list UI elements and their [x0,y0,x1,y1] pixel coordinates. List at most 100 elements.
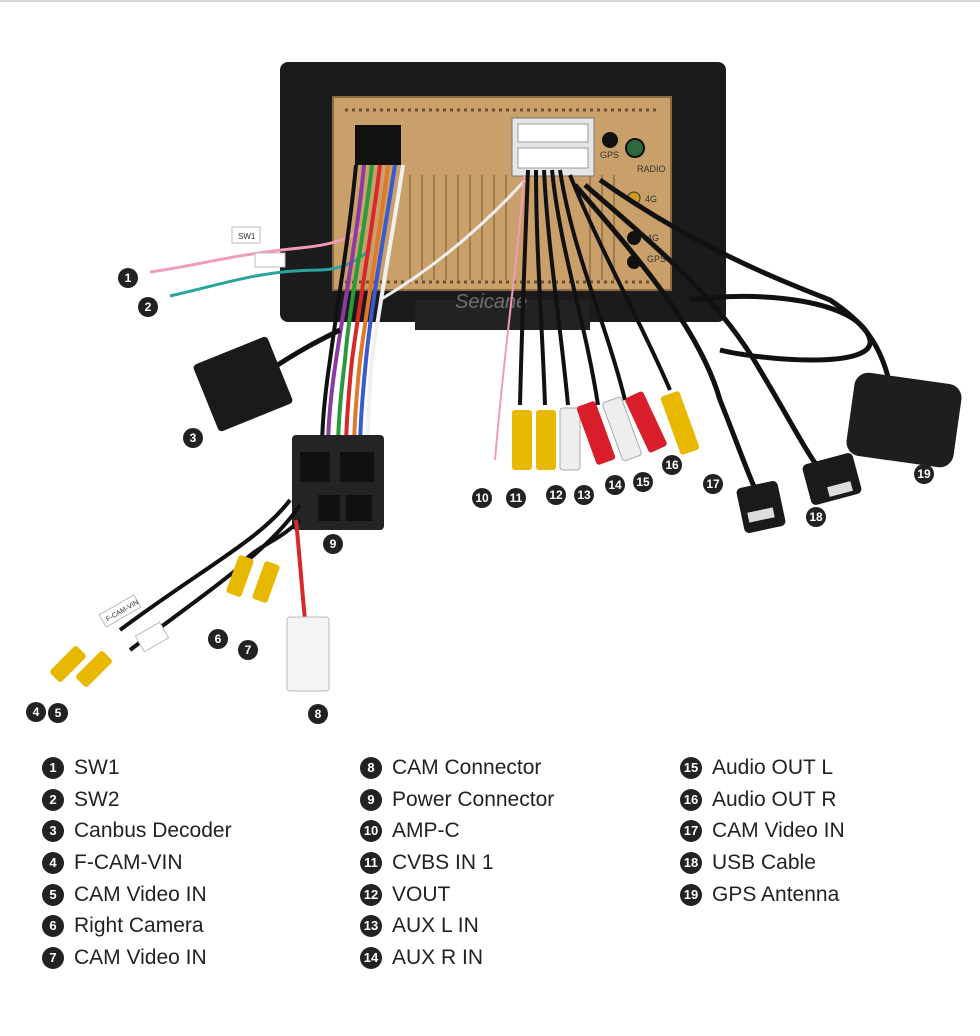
sw1-tag [231,226,261,244]
legend-item: 1 SW1 [42,752,232,784]
legend-label: SW1 [74,755,120,779]
legend-item: 13 AUX L IN [360,910,554,942]
legend-label: AUX L IN [392,914,479,938]
gps-antenna-puck [846,372,962,468]
legend-item: 12 VOUT [360,879,554,911]
legend-badge: 8 [360,756,382,779]
amp-c-wire [494,174,525,461]
legend-badge: 17 [680,820,702,843]
rca-right-cam-plug [226,555,254,597]
canbus-decoder-box [193,336,293,432]
main-harness-bundle [320,164,405,451]
sw2-tag [254,252,286,268]
legend-badge: 19 [680,883,702,906]
legend-item: 14 AUX R IN [360,942,554,974]
legend-item: 8 CAM Connector [360,752,554,784]
legend-item: 11 CVBS IN 1 [360,847,554,879]
callout-1: 1 [118,268,138,288]
legend-label: USB Cable [712,850,816,874]
legend-badge: 7 [42,946,64,969]
callout-4: 4 [26,702,46,722]
callout-5: 5 [48,703,68,723]
legend-badge: 3 [42,820,64,843]
legend-label: VOUT [392,882,451,906]
legend-item: 19 GPS Antenna [680,879,845,911]
legend-label: CAM Video IN [74,945,207,969]
fcam-tag [98,594,142,628]
gps-port-label: GPS [600,150,619,160]
legend-badge: 13 [360,915,382,938]
cam-tag-2 [134,621,170,653]
legend-badge: 18 [680,851,702,874]
callout-3: 3 [183,428,203,448]
legend-label: CAM Video IN [74,882,207,906]
legend-item: 15 Audio OUT L [680,752,845,784]
av-socket-upper [517,123,589,143]
cam-connector-plug [286,616,330,692]
cam-connector-cable [294,519,307,621]
main-harness-socket [355,125,401,165]
gps-port [602,132,618,148]
fcam-cable [118,498,292,632]
sw1-tag-text: SW1 [238,232,256,241]
callout-14: 14 [605,475,625,495]
callout-17: 17 [703,474,723,494]
legend-label: GPS Antenna [712,882,840,906]
right-cam-cable [243,518,302,562]
legend-label: F-CAM-VIN [74,850,183,874]
legend-badge: 11 [360,851,382,874]
4g-port-label-1: 4G [645,194,657,204]
legend-badge: 15 [680,756,702,779]
gps-port-label-2: GPS [647,254,666,264]
callout-15: 15 [633,472,653,492]
callout-11: 11 [506,488,526,508]
legend-label: CVBS IN 1 [392,850,494,874]
legend-badge: 2 [42,788,64,811]
legend-label: Right Camera [74,914,204,938]
callout-8: 8 [308,704,328,724]
legend-label: Audio OUT L [712,755,834,779]
legend-label: CAM Video IN [712,819,845,843]
av-socket-lower [517,147,589,169]
legend-item: 3 Canbus Decoder [42,815,232,847]
power-connector-slot-4 [346,495,372,521]
rca-fcam-plug [50,646,86,682]
power-connector-slot-3 [318,495,340,521]
legend-label: CAM Connector [392,755,542,779]
legend-label: Audio OUT R [712,787,837,811]
legend-item: 17 CAM Video IN [680,815,845,847]
4g-port-2 [627,231,641,245]
legend-badge: 14 [360,946,382,969]
legend-label: AMP-C [392,819,460,843]
callout-7: 7 [238,640,258,660]
callout-13: 13 [574,485,594,505]
legend-label: Canbus Decoder [74,819,232,843]
legend-badge: 10 [360,820,382,843]
callout-18: 18 [806,507,826,527]
rca-plugs-center [512,391,700,471]
legend-item: 7 CAM Video IN [42,942,232,974]
usb-port-face-2 [827,481,853,497]
top-divider [0,0,980,2]
callout-12: 12 [546,485,566,505]
legend-label: AUX R IN [392,945,484,969]
legend-badge: 12 [360,883,382,906]
legend-badge: 1 [42,756,64,779]
radio-port [625,138,645,158]
callout-16: 16 [662,455,682,475]
power-connector-slot-1 [300,452,330,482]
4g-port-label-2: 4G [647,233,659,243]
callout-2: 2 [138,297,158,317]
power-connector-slot-2 [340,452,374,482]
rca-cam-plug-7 [252,561,280,603]
brand-watermark: Seicane [455,291,527,313]
